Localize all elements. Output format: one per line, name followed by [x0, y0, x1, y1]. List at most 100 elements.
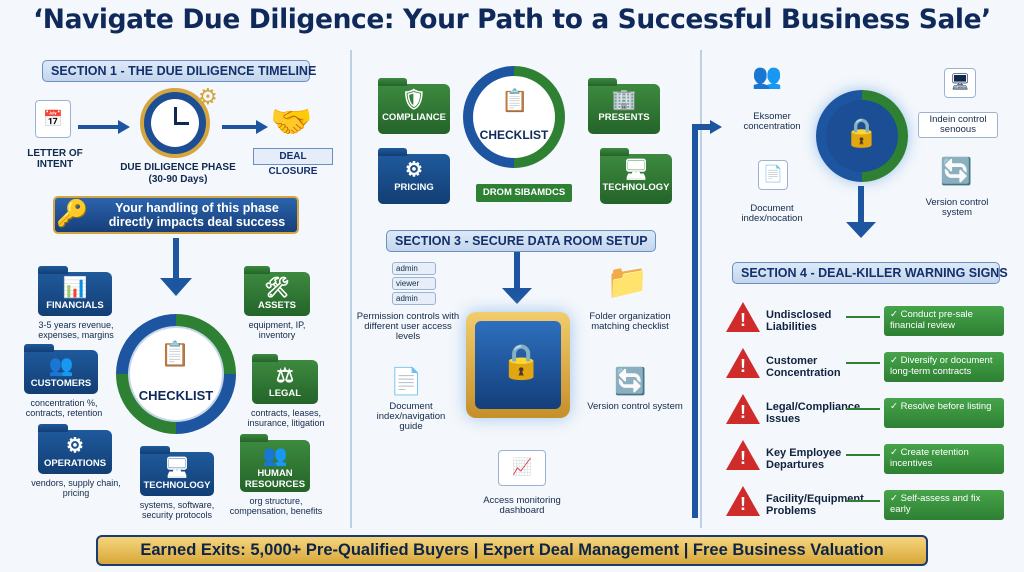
folder-human-resources: 👥HUMAN RESOURCES [240, 434, 310, 492]
document-icon: 📄 [758, 160, 788, 190]
page-title: ‘Navigate Due Diligence: Your Path to a … [33, 4, 991, 35]
people-icon: 👥 [48, 355, 74, 377]
clipboard-icon: 📋 [501, 88, 529, 113]
timeline-arrow [222, 125, 258, 129]
key-icon: 🔑 [56, 198, 89, 228]
fix-box: ✓ Diversify or document long-term contra… [884, 352, 1004, 382]
user-roles-list: admin viewer admin [392, 262, 436, 305]
down-arrow [858, 186, 864, 226]
fix-box: ✓ Resolve before listing [884, 398, 1004, 428]
connector [846, 316, 880, 318]
folder-customers: 👥CUSTOMERS [24, 344, 98, 394]
calendar-icon: 📅 [35, 100, 71, 138]
due-diligence-phase-label: DUE DILIGENCE PHASE [120, 162, 236, 173]
people-icon: 👥 [752, 63, 782, 90]
fix-box: ✓ Conduct pre-sale financial review [884, 306, 1004, 336]
version-control-label: Version control system [925, 197, 989, 218]
folder-desc: vendors, supply chain, pricing [31, 478, 121, 498]
flow-arrow [692, 124, 712, 130]
folder-technology: 🖥TECHNOLOGY [140, 446, 214, 496]
folder-label: PRICING [394, 182, 434, 193]
warning-icon: ! [726, 348, 760, 378]
gear-icon: ⚙ [405, 159, 423, 181]
folder-organization-label: Folder organization matching checklist [589, 311, 671, 332]
access-monitoring-label: Access monitoring dashboard [483, 495, 561, 516]
folder-label: CUSTOMERS [30, 378, 92, 389]
role-badge: admin [392, 292, 436, 305]
fix-box: ✓ Self-assess and fix early [884, 490, 1004, 520]
risk-label: Undisclosed Liabilities [766, 309, 832, 333]
warning-icon: ! [726, 440, 760, 470]
checklist-hub: 📋 CHECKLIST [116, 314, 236, 434]
chart-icon: 📊 [62, 277, 88, 299]
folder-label: HUMAN RESOURCES [244, 468, 306, 490]
folder-label: ASSETS [257, 300, 296, 311]
fix-box: ✓ Create retention incentives [884, 444, 1004, 474]
fix-label: Create retention incentives [890, 447, 969, 469]
role-badge: viewer [392, 277, 436, 290]
folder-label: LEGAL [268, 388, 302, 399]
fix-label: Conduct pre-sale financial review [890, 309, 973, 331]
folder-operations: ⚙OPERATIONS [38, 424, 112, 474]
building-icon: 🏢 [611, 89, 637, 111]
gavel-icon: ⚖ [276, 365, 294, 387]
deal-closure-label: DEAL CLOSURE [253, 148, 333, 177]
clipboard-icon: 📋 [160, 341, 190, 368]
version-cycle-icon: 🔄 [940, 156, 973, 186]
caption-bar: DROM SIBAMDCS [476, 184, 572, 202]
timeline-arrow [78, 125, 120, 129]
flow-arrow-head [710, 120, 722, 134]
callout-text: Your handling of this phase directly imp… [108, 201, 286, 229]
role-badge: admin [392, 262, 436, 275]
callout-box: Your handling of this phase directly imp… [53, 196, 299, 234]
risk-label: Key Employee Departures [766, 447, 842, 471]
checklist-hub: 📋 CHECKLIST [463, 66, 565, 168]
down-arrow [173, 238, 179, 280]
folder-desc: 3-5 years revenue, expenses, margins [38, 320, 114, 340]
dashboard-icon: 📈 [498, 450, 546, 486]
warning-icon: ! [726, 486, 760, 516]
folder-assets: 🛠ASSETS [244, 266, 310, 316]
handshake-icon: 🤝 [270, 103, 313, 141]
timeline-arrow-head [118, 120, 130, 134]
risk-label: Legal/Compliance Issues [766, 401, 861, 425]
section4-heading: SECTION 4 - DEAL-KILLER WARNING SIGNS [732, 262, 1008, 284]
folder-pricing: ⚙PRICING [378, 148, 450, 204]
monitor-icon: 🖥 [164, 457, 190, 479]
document-index-label: Document index/nocation [741, 203, 803, 224]
stopwatch-icon [140, 88, 210, 158]
section3-heading: SECTION 3 - SECURE DATA ROOM SETUP [386, 230, 656, 252]
gears-icon: ⚙ [66, 435, 84, 457]
section1-heading: SECTION 1 - THE DUE DILIGENCE TIMELINE [42, 60, 316, 82]
padlock-icon: 🔒 [844, 117, 879, 148]
checklist-label: CHECKLIST [138, 388, 214, 403]
fix-label: Self-assess and fix early [890, 493, 981, 515]
folder-desc: concentration %, contracts, retention [25, 398, 103, 418]
warning-icon: ! [726, 394, 760, 424]
folder-legal: ⚖LEGAL [252, 354, 318, 404]
monitor-icon: 🖥 [623, 159, 649, 181]
folder-financials: 📊FINANCIALS [38, 266, 112, 316]
column-divider [700, 50, 702, 528]
fix-label: Diversify or document long-term contract… [890, 355, 993, 377]
shield-check-icon: 🛡 [401, 89, 427, 111]
down-arrow-head [502, 288, 532, 304]
folder-technology: 🖥TECHNOLOGY [600, 148, 672, 204]
connector [846, 362, 880, 364]
monitor-icon: 🖥 [944, 68, 976, 98]
warning-icon: ! [726, 302, 760, 332]
fix-label: Resolve before listing [900, 401, 992, 412]
down-arrow-head [846, 222, 876, 238]
risk-label: Customer Concentration [766, 355, 841, 379]
version-control-label: Version control system [587, 401, 683, 412]
customer-concentration-label: Eksomer concentration [743, 111, 801, 132]
phase-days-label: (30-90 Days) [148, 174, 208, 185]
letter-of-intent-label: LETTER OF INTENT [27, 148, 83, 170]
folder-desc: equipment, IP, inventory [248, 320, 306, 340]
tools-icon: 🛠 [264, 277, 290, 299]
timeline-arrow-head [256, 120, 268, 134]
security-hub: 🔒 [816, 90, 908, 182]
document-index-label: Document index/navigation guide [376, 401, 446, 432]
secure-vault: 🔒 [466, 312, 570, 418]
folder-label: PRESENTS [598, 112, 650, 123]
